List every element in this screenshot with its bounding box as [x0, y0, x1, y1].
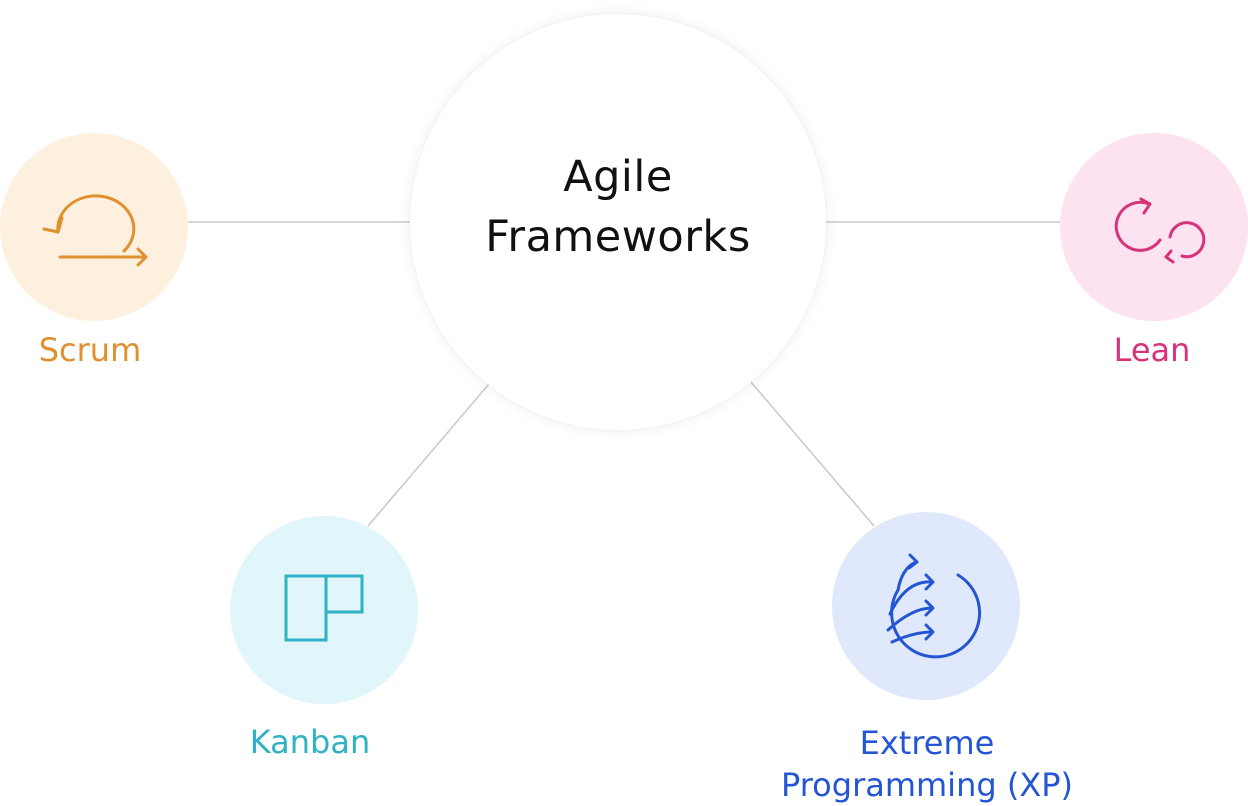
lean-node	[1060, 133, 1248, 321]
scrum-label: Scrum	[38, 331, 142, 369]
lean-label: Lean	[1113, 331, 1191, 369]
kanban-node	[230, 516, 418, 704]
connector-kanban	[367, 383, 490, 527]
connector-xp	[750, 381, 875, 527]
cycle-icon	[1114, 197, 1206, 264]
scrum-node	[0, 133, 188, 321]
extreme-programming-label-line-1: Extreme	[859, 724, 995, 762]
hub-title-line-1: Agile	[563, 152, 673, 202]
agile-frameworks-hub: Agile Frameworks	[410, 14, 826, 430]
extreme-programming-node	[832, 512, 1020, 700]
loop-arrow-icon	[42, 194, 148, 267]
extreme-programming-label-line-2: Programming (XP)	[780, 766, 1074, 804]
extreme-arrows-icon	[886, 553, 982, 659]
hub-title-line-2: Frameworks	[485, 212, 751, 262]
kanban-label: Kanban	[249, 723, 371, 761]
kanban-board-icon	[284, 574, 364, 642]
hub-title: Agile Frameworks	[485, 147, 750, 267]
